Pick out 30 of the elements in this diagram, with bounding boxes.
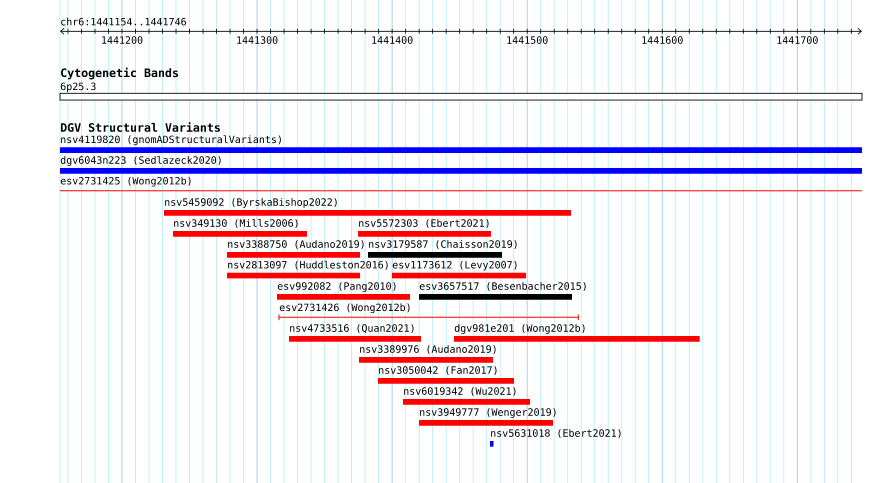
feature-label: nsv3389976 (Audano2019) — [360, 345, 496, 354]
feature-label: nsv3949777 (Wenger2019) — [420, 408, 556, 418]
feature-label: nsv6019342 (Wu2021) — [404, 387, 516, 396]
feature-label: nsv4733516 (Quan2021) — [290, 324, 414, 334]
feature-label: nsv3179587 (Chaisson2019) — [369, 240, 517, 250]
feature-label: esv3657517 (Besenbacher2015) — [420, 282, 586, 292]
feature-label: dgv981e201 (Wong2012b) — [454, 324, 585, 334]
feature-label: esv2731426 (Wong2012b) — [280, 303, 410, 314]
feature-label: nsv5459092 (ByrskaBishop2022) — [165, 198, 337, 208]
track-heading: DGV Structural Variants — [61, 122, 220, 132]
feature-label: esv2731425 (Wong2012b) — [60, 176, 191, 187]
tick-label: 1441600 — [642, 36, 683, 44]
feature-label: nsv3388750 (Audano2019) — [228, 240, 364, 250]
coordinate-label: chr6:1441154..1441746 — [61, 18, 186, 26]
tick-label: 1441700 — [777, 36, 818, 44]
feature-label: esv992082 (Pang2010) — [278, 282, 396, 292]
feature-label: nsv3050042 (Fan2017) — [379, 366, 497, 376]
feature-label: nsv4119820 (gnomADStructuralVariants) — [61, 135, 281, 146]
feature-label: nsv5631018 (Ebert2021) — [491, 429, 621, 438]
tick-label: 1441300 — [237, 36, 278, 44]
band-label: 6p25.3 — [60, 82, 96, 92]
tick-label: 1441200 — [102, 36, 142, 44]
tick-label: 1441500 — [507, 36, 548, 44]
feature-label: nsv2813097 (Huddleston2016) — [228, 260, 388, 270]
tick-label: 1441400 — [372, 36, 413, 44]
track-heading: Cytogenetic Bands — [61, 68, 178, 80]
feature-label: nsv5572303 (Ebert2021) — [359, 219, 489, 228]
feature-label: dgv6043n223 (Sedlazeck2020) — [60, 156, 221, 166]
feature-label: nsv349130 (Mills2006) — [174, 219, 298, 228]
feature-label: esv1173612 (Levy2007) — [392, 260, 517, 270]
